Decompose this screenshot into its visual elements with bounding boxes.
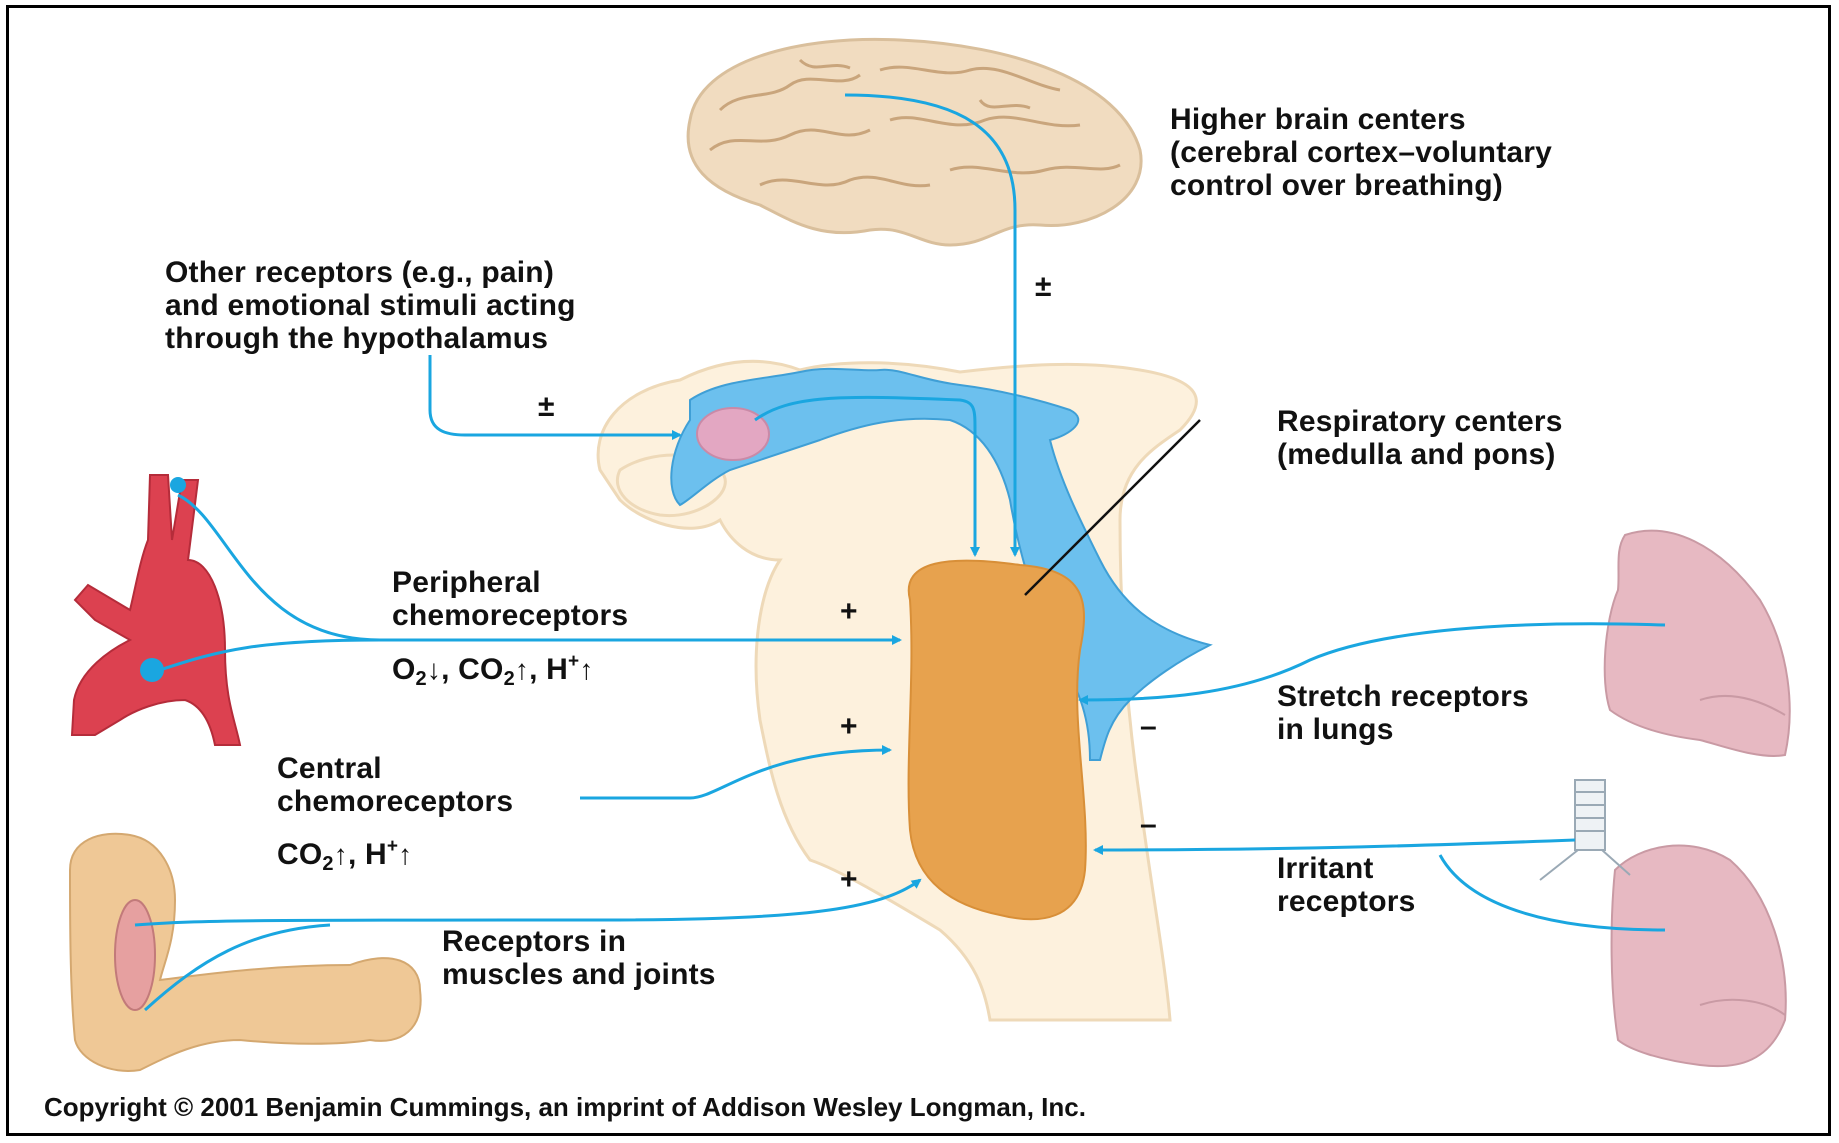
o2-text: O <box>392 653 416 686</box>
label-irritant-line2: receptors <box>1277 885 1416 918</box>
arrow-irritant <box>1095 840 1575 850</box>
sign-central: + <box>840 710 858 744</box>
label-stretch-line2: in lungs <box>1277 713 1529 746</box>
aorta-illustration <box>72 475 240 745</box>
sign-hypothalamus: ± <box>538 390 554 424</box>
label-irritant-line1: Irritant <box>1277 852 1416 885</box>
label-irritant: Irritant receptors <box>1277 852 1416 918</box>
label-central: Central chemoreceptors <box>277 752 513 818</box>
label-peripheral-line2: chemoreceptors <box>392 599 628 632</box>
central-h-ion-up-arrow: ↑ <box>398 839 412 870</box>
label-peripheral-stimuli: O2↓, CO2↑, H+↑ <box>392 645 594 696</box>
sign-muscles: + <box>840 863 858 897</box>
label-higher-brain: Higher brain centers (cerebral cortex–vo… <box>1170 103 1552 202</box>
label-central-line2: chemoreceptors <box>277 785 513 818</box>
sign-brain: ± <box>1035 270 1051 304</box>
label-central-stimuli: CO2↑, H+↑ <box>277 830 412 881</box>
label-stretch-line1: Stretch receptors <box>1277 680 1529 713</box>
label-higher-brain-line3: control over breathing) <box>1170 169 1552 202</box>
brainstem-illustration <box>598 361 1210 1020</box>
o2-down-arrow: ↓ <box>427 654 441 685</box>
label-other-receptors: Other receptors (e.g., pain) and emotion… <box>165 256 576 355</box>
label-other-receptors-line3: through the hypothalamus <box>165 322 576 355</box>
central-co2-up-arrow: ↑ <box>334 839 348 870</box>
co2-text: , CO <box>441 653 503 686</box>
label-respiratory-centers: Respiratory centers (medulla and pons) <box>1277 405 1563 471</box>
brain-illustration <box>688 39 1141 245</box>
label-higher-brain-line2: (cerebral cortex–voluntary <box>1170 136 1552 169</box>
sign-stretch: – <box>1140 710 1157 744</box>
sign-peripheral: + <box>840 595 858 629</box>
h-ion-text: , H <box>529 653 568 686</box>
central-co2-subscript: 2 <box>322 853 333 875</box>
label-respiratory-centers-line2: (medulla and pons) <box>1277 438 1563 471</box>
label-other-receptors-line1: Other receptors (e.g., pain) <box>165 256 576 289</box>
co2-subscript: 2 <box>504 668 515 690</box>
respiratory-center-shape <box>909 561 1086 920</box>
label-muscles: Receptors in muscles and joints <box>442 925 716 991</box>
label-peripheral: Peripheral chemoreceptors <box>392 566 628 632</box>
central-h-ion-text: , H <box>348 838 387 871</box>
central-h-ion-superscript: + <box>387 836 398 857</box>
label-respiratory-centers-line1: Respiratory centers <box>1277 405 1563 438</box>
label-higher-brain-line1: Higher brain centers <box>1170 103 1552 136</box>
lungs-illustration <box>1540 531 1790 1066</box>
co2-up-arrow: ↑ <box>515 654 529 685</box>
label-other-receptors-line2: and emotional stimuli acting <box>165 289 576 322</box>
label-stretch: Stretch receptors in lungs <box>1277 680 1529 746</box>
arrow-muscles <box>135 880 920 925</box>
label-muscles-line2: muscles and joints <box>442 958 716 991</box>
sign-irritant: – <box>1140 808 1157 842</box>
copyright-notice: Copyright © 2001 Benjamin Cummings, an i… <box>44 1092 1086 1123</box>
h-ion-up-arrow: ↑ <box>579 654 593 685</box>
h-ion-superscript: + <box>568 651 579 672</box>
label-central-line1: Central <box>277 752 513 785</box>
o2-subscript: 2 <box>416 668 427 690</box>
label-muscles-line1: Receptors in <box>442 925 716 958</box>
label-peripheral-line1: Peripheral <box>392 566 628 599</box>
central-co2-text: CO <box>277 838 322 871</box>
